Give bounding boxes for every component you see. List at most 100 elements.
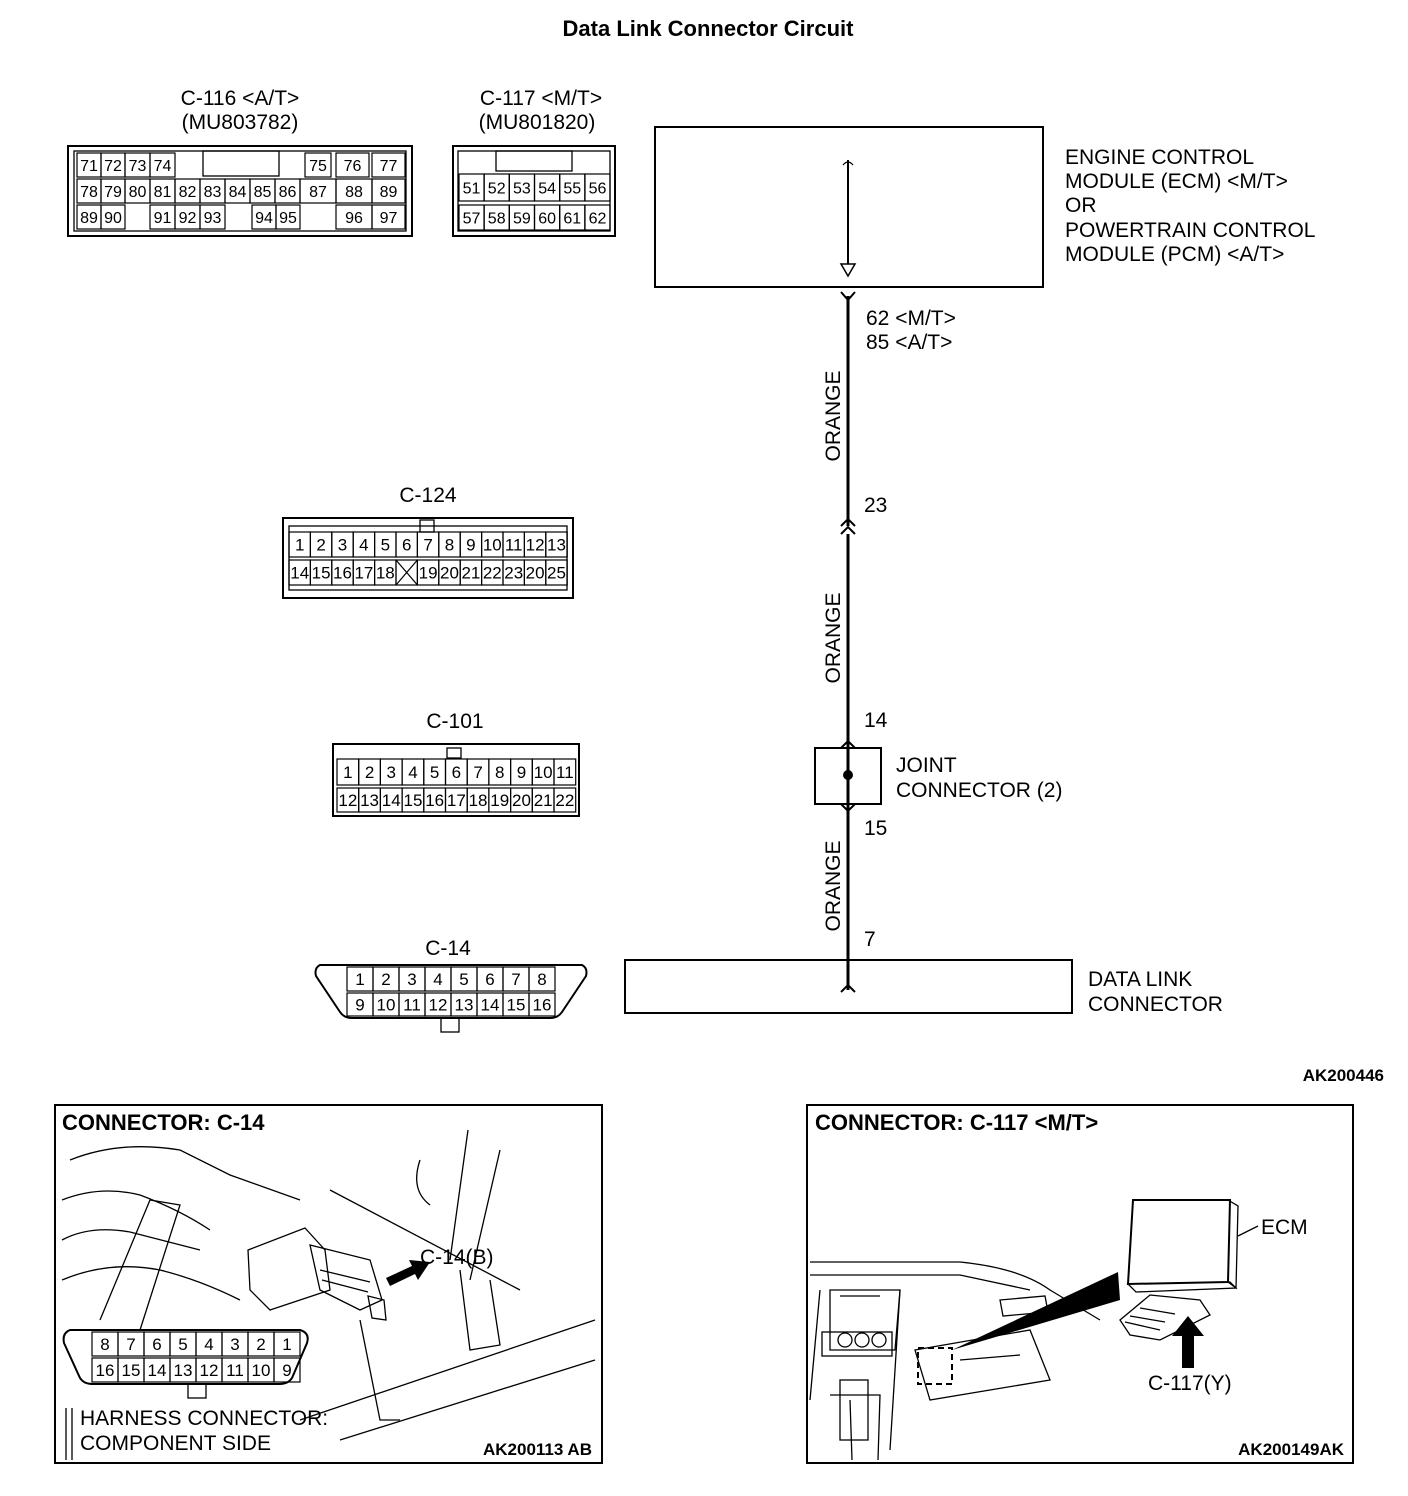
c117-pin-cell	[584, 204, 611, 231]
c14-pin: 6	[485, 970, 494, 989]
c116-pin: 91	[154, 210, 172, 227]
c14-pin: 2	[381, 970, 390, 989]
c116-pin-cell	[371, 152, 406, 178]
c117-pin: 56	[589, 181, 607, 198]
c14-pin: 10	[377, 996, 396, 1015]
c116-pin-cell	[371, 178, 406, 204]
c124-pin: 9	[466, 536, 475, 555]
joint-connector: JOINT CONNECTOR (2)	[814, 747, 1062, 805]
c14-view-pin: 7	[126, 1335, 135, 1354]
wire-pin-mt: 62 <M/T>	[866, 307, 956, 330]
c116-pin: 90	[104, 210, 122, 227]
panel-right-code: AK200149AK	[1238, 1440, 1345, 1459]
c116-pin: 74	[154, 158, 172, 175]
c14-pin: 7	[511, 970, 520, 989]
c124-pin: 17	[354, 564, 373, 583]
c116-pin: 75	[309, 158, 327, 175]
panel-left-title: CONNECTOR: C-14	[62, 1110, 265, 1135]
c14-pin: 15	[507, 996, 526, 1015]
c116-pin: 81	[154, 184, 172, 201]
c116-pin: 84	[229, 184, 247, 201]
panel-left-callout: C-14(B)	[420, 1246, 494, 1269]
c117-pin: 57	[463, 211, 481, 228]
c116-pin: 80	[129, 184, 147, 201]
orange-wire: 62 <M/T> 85 <A/T> 23 14 15 7 ORANGE ORAN…	[822, 291, 956, 993]
c117-part: (MU801820)	[479, 111, 596, 134]
c14-pin: 8	[537, 970, 546, 989]
c101-pin: 22	[555, 791, 574, 810]
ecm-label-line2: MODULE (ECM) <M/T>	[1065, 170, 1288, 193]
c124-pin: 6	[402, 536, 411, 555]
c117-name: C-117 <M/T>	[480, 87, 602, 110]
c124-pin: 23	[504, 564, 523, 583]
c116-pin: 78	[80, 184, 98, 201]
c117-pin: 52	[488, 181, 506, 198]
c117-pin: 54	[538, 181, 556, 198]
c14-view-pin: 12	[200, 1361, 219, 1380]
c101-pin: 8	[495, 763, 504, 782]
c117-pin: 60	[538, 211, 556, 228]
c14-view-pin: 14	[148, 1361, 167, 1380]
c101-pin: 10	[534, 763, 553, 782]
c116-pin: 79	[104, 184, 122, 201]
c116-name: C-116 <A/T>	[181, 87, 300, 110]
c116-pin: 92	[179, 210, 197, 227]
c116-pin: 86	[279, 184, 297, 201]
c116-pin: 87	[309, 184, 327, 201]
c116-pin: 97	[380, 210, 398, 227]
panel-right-callout: C-117(Y)	[1148, 1372, 1232, 1395]
c116-pin: 85	[254, 184, 272, 201]
c14-view-pin: 2	[256, 1335, 265, 1354]
c124-pin: 2	[316, 536, 325, 555]
c14-view-pin: 5	[178, 1335, 187, 1354]
c14-view-pin: 8	[100, 1335, 109, 1354]
c101-pin: 12	[338, 791, 357, 810]
c116-pin: 72	[104, 158, 122, 175]
c14-view-pin: 13	[174, 1361, 193, 1380]
panel-right-title: CONNECTOR: C-117 <M/T>	[815, 1110, 1098, 1135]
c116-pin-cell	[304, 152, 332, 178]
c14-view-pin: 1	[282, 1335, 291, 1354]
dashboard-illustration-left	[61, 1129, 596, 1441]
c117-pin: 61	[563, 211, 581, 228]
panel-left-code: AK200113 AB	[483, 1440, 592, 1459]
c124-pin: 21	[461, 564, 480, 583]
c101-pin: 3	[387, 763, 396, 782]
c116-pin: 76	[344, 158, 362, 175]
c101-pin: 11	[556, 763, 574, 782]
c101-pin: 20	[512, 791, 531, 810]
wire-pin-14: 14	[864, 709, 888, 732]
c124-pin: 3	[338, 536, 347, 555]
c101-pin-cell	[553, 758, 577, 786]
wire-color-label-1: ORANGE	[822, 370, 845, 461]
c14-view-pin-cell	[273, 1331, 301, 1357]
c124-pin: 7	[423, 536, 432, 555]
c101-pin: 6	[452, 763, 461, 782]
c116-pin-cell	[199, 204, 226, 230]
c124-pin: 20	[440, 564, 459, 583]
c124-pin-cell	[545, 559, 568, 586]
c116-pin-cell	[371, 204, 406, 230]
c124-pin: 4	[359, 536, 368, 555]
c116-pin: 88	[345, 184, 363, 201]
wire-pin-7: 7	[864, 928, 876, 951]
c116-pin: 96	[345, 210, 363, 227]
c116-pin: 89	[380, 184, 398, 201]
c117-pin: 51	[463, 181, 481, 198]
c124-pin: 19	[419, 564, 438, 583]
c124-pin: 10	[483, 536, 502, 555]
c117-pin-cell	[584, 173, 611, 202]
c101-pin: 13	[360, 791, 379, 810]
panel-left-harness-line1: HARNESS CONNECTOR:	[80, 1407, 328, 1430]
c116-pin-cell	[275, 204, 301, 230]
c14-view-pin: 9	[282, 1361, 291, 1380]
c14-pin: 5	[459, 970, 468, 989]
c116-pin-cell	[335, 152, 370, 178]
